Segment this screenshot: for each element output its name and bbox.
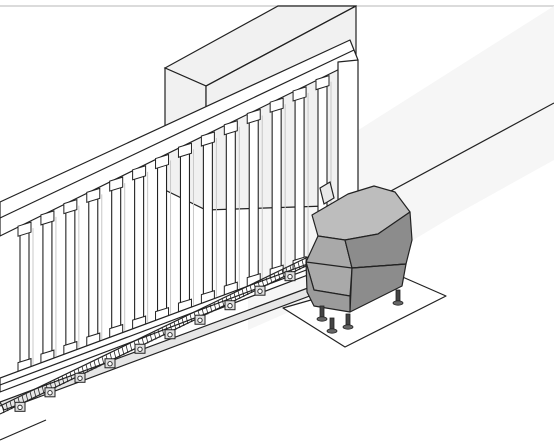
rack-bracket [134, 343, 146, 354]
rack-bracket [104, 358, 116, 369]
gate-top-beam-inner-edge [0, 49, 355, 219]
motor-foot [316, 305, 328, 322]
gate-bottom-rail-edge [0, 256, 342, 386]
gate-bar [269, 97, 286, 280]
rack-bracket [194, 314, 206, 325]
gate-bar [17, 221, 34, 374]
rack-bracket [44, 387, 56, 398]
gate-bar [40, 210, 57, 365]
motor-top-plate-bracket [319, 181, 335, 205]
gate-bar [63, 198, 80, 357]
motor-foot [326, 317, 338, 334]
gate-bar [200, 131, 217, 306]
gate-bar [109, 176, 126, 340]
rack-bracket [14, 401, 26, 412]
rack-bracket [284, 271, 296, 282]
gate-bar [177, 142, 194, 314]
gate-bar [86, 187, 103, 348]
gate-vertical-bars [17, 74, 332, 374]
motor-seam-line [305, 261, 353, 269]
rack-bracket [74, 372, 86, 383]
gate-bar [132, 165, 149, 331]
gate-bar [223, 120, 240, 297]
rack-bracket [254, 285, 266, 296]
motor-foot [342, 313, 354, 330]
gate-bar [246, 108, 263, 289]
leader-line [0, 419, 47, 441]
rack-bracket [164, 329, 176, 340]
toothed-rack [0, 255, 311, 415]
motor-seam-line-side [351, 263, 407, 269]
rack-brackets [14, 271, 296, 412]
motor-foot [392, 289, 404, 306]
rack-bracket [224, 300, 236, 311]
gate-motor-unit [305, 181, 413, 334]
motor-feet [316, 289, 404, 334]
wall-top-edge [205, 5, 357, 87]
